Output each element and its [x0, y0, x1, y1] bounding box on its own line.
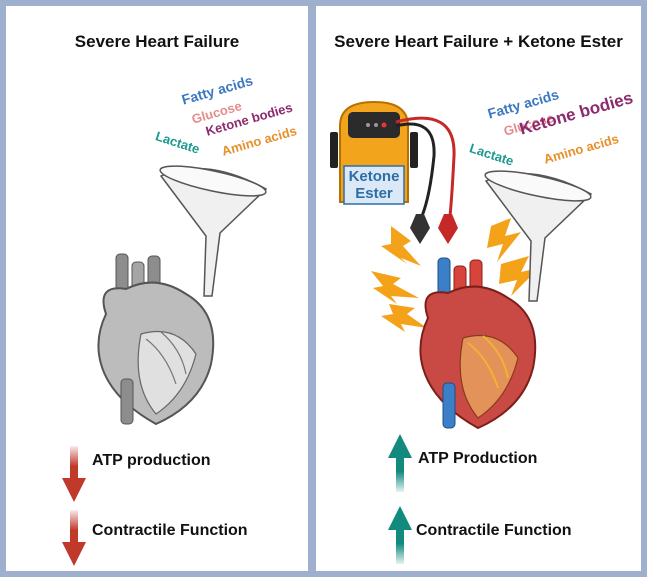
left-contractile-label: Contractile Function: [92, 522, 248, 539]
battery-label: Ketone Ester: [348, 168, 400, 202]
battery-jump-starter-icon: [330, 100, 458, 244]
right-contractile-label: Contractile Function: [416, 522, 572, 539]
left-funnel: [159, 165, 268, 297]
left-atp-down-arrow: [62, 446, 86, 502]
left-atp-label: ATP production: [92, 452, 211, 469]
right-panel-title: Severe Heart Failure + Ketone Ester: [334, 32, 623, 51]
lightning-bolts-icon: [371, 218, 539, 332]
left-contractile-down-arrow: [62, 510, 86, 566]
right-atp-up-arrow: [388, 434, 412, 492]
right-funnel: [484, 170, 593, 302]
left-panel-title: Severe Heart Failure: [74, 32, 240, 51]
right-fuel-amino-acids: Amino acids: [541, 130, 621, 167]
right-atp-label: ATP Production: [418, 450, 538, 467]
left-heart-grey: [97, 253, 215, 426]
right-panel: Severe Heart Failure + Ketone Ester Fatt…: [316, 6, 641, 571]
right-contractile-up-arrow: [388, 506, 412, 564]
right-heart-colored: [419, 257, 537, 430]
left-fuel-fatty-acids: Fatty acids: [179, 72, 255, 108]
left-panel: Severe Heart Failure Fatty acids Glucose…: [6, 6, 308, 571]
left-fuel-lactate: Lactate: [153, 128, 202, 157]
